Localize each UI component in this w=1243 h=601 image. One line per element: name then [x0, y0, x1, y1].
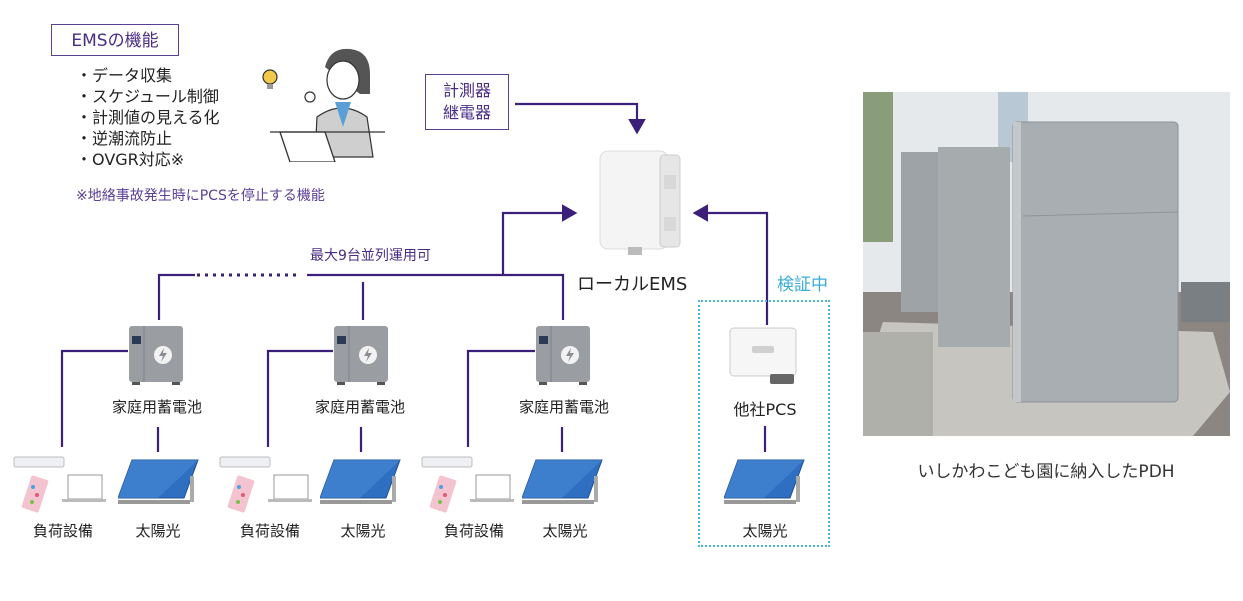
home-battery-icon [129, 326, 183, 385]
ems-features-title: EMSの機能 [51, 24, 179, 56]
solar-label: 太陽光 [542, 522, 588, 540]
feature-list: ・データ収集 ・スケジュール制御 ・計測値の見える化 ・逆潮流防止 ・OVGR対… [76, 65, 220, 170]
local-ems-device-icon [599, 150, 681, 255]
meter-to-ems-line [515, 102, 646, 135]
ovgr-note: ※地絡事故発生時にPCSを停止する機能 [76, 188, 325, 204]
battery3-to-load-line [466, 349, 535, 447]
battery2-to-load-line [266, 349, 333, 447]
verification-status: 検証中 [777, 275, 828, 295]
relay-label: 継電器 [442, 103, 491, 122]
battery-label: 家庭用蓄電池 [518, 398, 609, 416]
feature-item: ・逆潮流防止 [76, 129, 173, 148]
solar-panel-icon [320, 459, 401, 504]
load-equipment-icon [219, 456, 312, 513]
feature-item: ・計測値の見える化 [76, 108, 220, 127]
meter-relay-box: 計測器 継電器 [425, 74, 509, 130]
pcs-to-ems-line [692, 204, 769, 325]
meter-label: 計測器 [442, 81, 491, 100]
battery-label: 家庭用蓄電池 [314, 398, 405, 416]
bus-left-segment [157, 273, 195, 320]
verification-box [698, 300, 830, 547]
feature-item: ・スケジュール制御 [76, 87, 219, 106]
home-battery-icon [536, 326, 590, 385]
solar-panel-icon [724, 459, 805, 504]
parallel-operation-note: 最大9台並列運用可 [310, 248, 431, 264]
bus-main-segment [307, 273, 565, 320]
load-equipment-label: 負荷設備 [239, 522, 300, 540]
person-at-laptop-icon [262, 48, 385, 162]
load-equipment-icon [13, 456, 106, 513]
photo-caption: いしかわこども園に納入したPDH [917, 462, 1175, 482]
load-equipment-icon [421, 456, 514, 513]
solar-panel-icon [522, 459, 603, 504]
feature-item: ・OVGR対応※ [76, 150, 185, 169]
battery-label: 家庭用蓄電池 [111, 398, 202, 416]
home-battery-icon [334, 326, 388, 385]
solar-label: 太陽光 [135, 522, 181, 540]
installed-pdh-photo [863, 92, 1230, 436]
load-equipment-label: 負荷設備 [32, 522, 93, 540]
local-ems-label: ローカルEMS [577, 274, 688, 295]
solar-label: 太陽光 [340, 522, 386, 540]
load-equipment-label: 負荷設備 [443, 522, 504, 540]
solar-panel-icon [118, 459, 199, 504]
other-pcs-device-icon [729, 327, 797, 384]
verification-solar-label: 太陽光 [742, 522, 788, 540]
battery1-to-load-line [60, 349, 128, 447]
feature-item: ・データ収集 [76, 66, 173, 85]
bus-to-ems-line [501, 204, 578, 275]
other-pcs-label: 他社PCS [733, 400, 797, 419]
